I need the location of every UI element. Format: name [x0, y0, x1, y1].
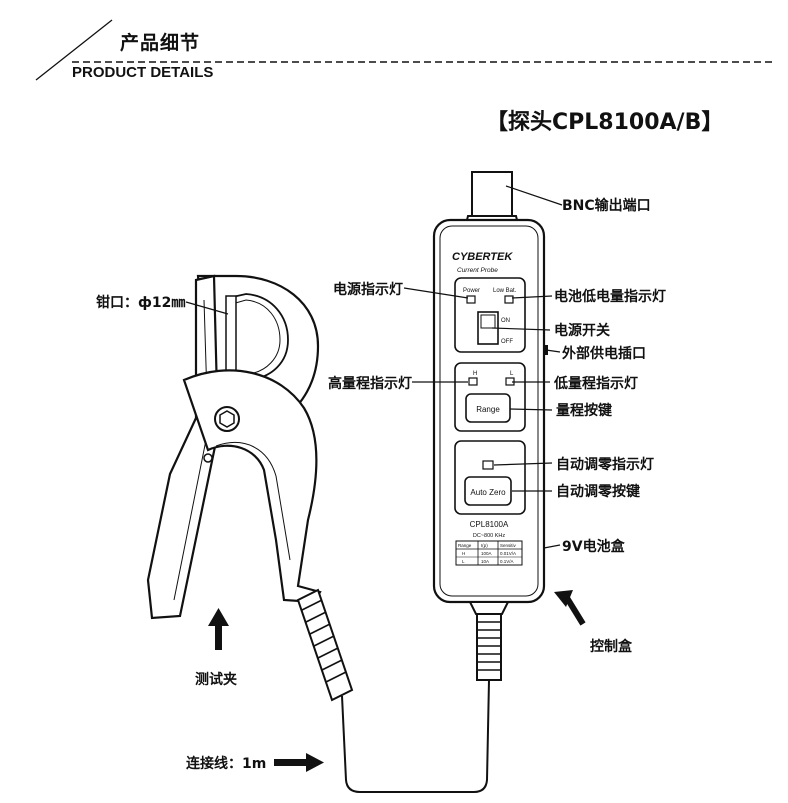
switch-off-label: OFF [501, 339, 513, 345]
bandwidth-label: DC~800 KHz [473, 533, 506, 539]
control-box-arrow [554, 590, 586, 626]
autozero-button-label: Auto Zero [470, 488, 506, 497]
callout-lowbat-indicator: 电池低电量指示灯 [554, 288, 666, 305]
spec-header-range: Range [458, 543, 472, 548]
spec-row1-ip: 100A [481, 551, 492, 556]
test-clamp [146, 274, 354, 702]
range-button-label: Range [476, 405, 500, 414]
lowbat-led [504, 295, 514, 304]
spec-row2-ip: 10A [481, 559, 489, 564]
autozero-button[interactable] [464, 476, 512, 506]
lowbat-label: Low Bat. [493, 288, 517, 294]
spec-header-ip: I(p) [481, 543, 488, 548]
spec-row1-sens: 0.01V/A [500, 551, 516, 556]
clamp-arrow [208, 608, 229, 650]
clamp-strain-relief [296, 588, 354, 702]
callout-external-power: 外部供电插口 [562, 345, 646, 362]
control-box: CYBERTEK Current Probe Power Low Bat. ON… [432, 171, 548, 681]
section-title-cn: 产品细节 [120, 32, 201, 54]
callout-high-range: 高量程指示灯 [328, 375, 412, 392]
range-button[interactable] [465, 393, 511, 423]
clamp-left-handle [146, 274, 220, 620]
product-title: 【探头CPL8100A/B】 [486, 110, 724, 135]
callout-autozero-indicator: 自动调零指示灯 [556, 456, 654, 473]
callout-control-box: 控制盒 [590, 638, 633, 655]
high-range-led [468, 377, 478, 386]
header-slash [35, 19, 113, 81]
h-label: H [473, 371, 477, 377]
model-label: CPL8100A [470, 520, 509, 529]
brand-subtitle: Current Probe [457, 267, 498, 274]
power-label: Power [463, 288, 480, 294]
spec-row2-range: L [462, 559, 465, 564]
callout-cable: 连接线：1m [186, 755, 266, 772]
cable-arrow [274, 753, 324, 772]
power-led [466, 295, 476, 304]
l-label: L [510, 371, 514, 377]
spec-header-sens: Sensitiv [500, 543, 517, 548]
callout-power-indicator: 电源指示灯 [333, 281, 403, 298]
callout-bnc-port: BNC输出端口 [562, 197, 651, 214]
control-box-strain-relief [476, 613, 502, 681]
spec-row1-range: H [462, 551, 465, 556]
spec-table: Range I(p) Sensitiv H 100A 0.01V/A L 10A… [455, 540, 523, 566]
spec-row2-sens: 0.1V/A [500, 559, 514, 564]
bnc-connector [471, 171, 513, 217]
callout-test-clamp: 测试夹 [195, 671, 237, 688]
switch-on-label: ON [501, 318, 510, 324]
callout-power-switch: 电源开关 [554, 322, 610, 339]
callout-low-range: 低量程指示灯 [553, 375, 638, 392]
autozero-led [482, 460, 494, 470]
connection-cable [341, 679, 490, 793]
callout-autozero-key: 自动调零按键 [556, 483, 641, 500]
callout-range-key: 量程按键 [556, 402, 613, 419]
brand-label: CYBERTEK [452, 251, 513, 263]
callout-battery: 9V电池盒 [562, 538, 626, 555]
callout-jaw-size: 钳口：ф12㎜ [96, 294, 185, 311]
section-title-en: PRODUCT DETAILS [72, 64, 214, 81]
